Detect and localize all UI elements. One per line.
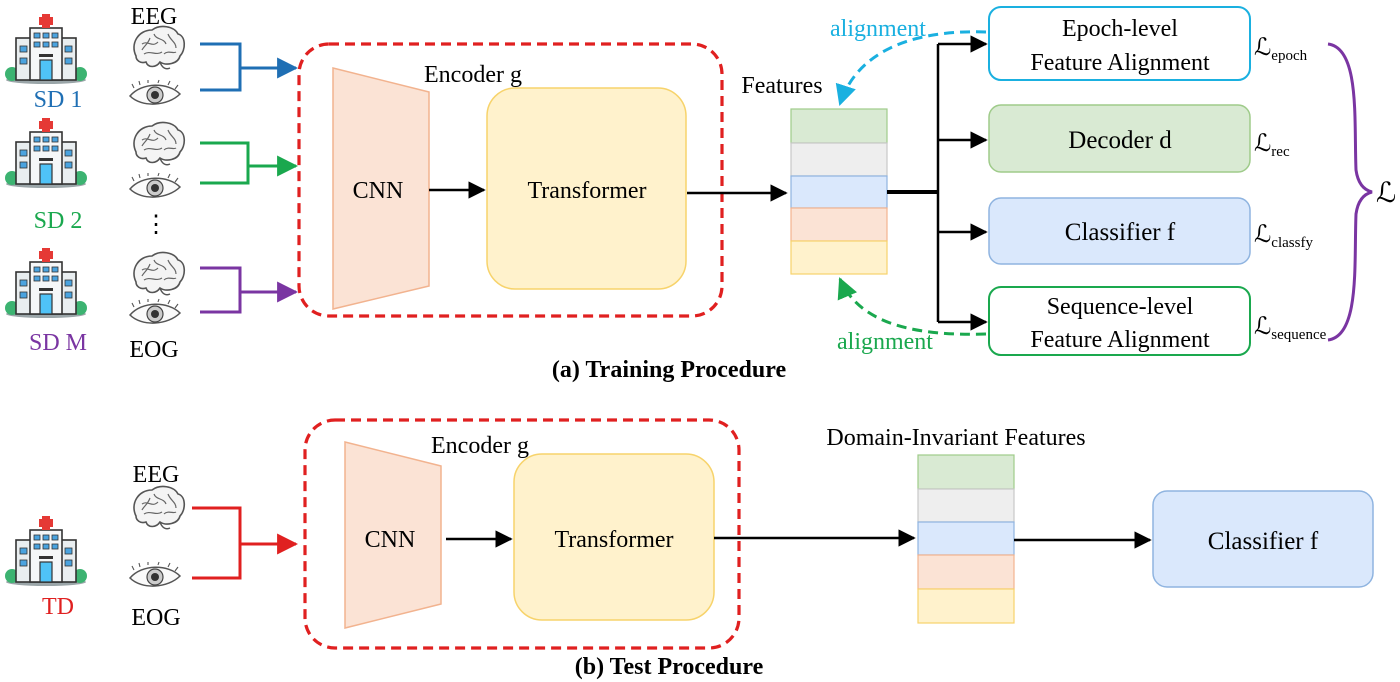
feature-segment [790,240,888,275]
transformer-label: Transformer [554,527,673,553]
classifier-block [988,197,1251,265]
total-loss-brace [1327,42,1373,342]
feature-segment [790,207,888,242]
eye-icon [129,298,181,324]
sequence-alignment-arrow [837,277,987,336]
loss-sequence: ℒsequence [1254,314,1327,343]
transformer-block [486,87,687,290]
epoch-alignment-arrow [835,30,987,106]
bracket-connector [192,506,242,580]
feature-segment [790,175,888,209]
hospital-icon [4,13,88,85]
branch-connectors [887,35,988,331]
source-domain-m: SD M [4,247,299,356]
cnn-block [332,67,430,310]
encoder-box [303,418,741,650]
feature-segment [917,554,1015,590]
sequence-alignment-line1: Sequence-level [1047,294,1194,320]
feature-stack [790,108,888,275]
epoch-alignment-line1: Epoch-level [1062,16,1178,42]
encoder-title: Encoder g [431,433,529,459]
brain-icon [133,485,186,530]
encoder-box [297,42,724,318]
epoch-alignment-line2: Feature Alignment [1030,50,1210,76]
loss-epoch: ℒepoch [1254,35,1308,64]
feature-segment [790,108,888,144]
test-caption: (b) Test Procedure [575,654,764,680]
target-domain-label: TD [42,594,74,620]
modality-eeg: EEG [131,4,178,30]
test-section: TD EEG EOG Encoder g CNN Transformer Dom… [4,418,1374,680]
hospital-icon [4,117,88,189]
hospital-icon [4,247,88,319]
eye-icon [129,79,181,105]
decoder-block [988,104,1251,173]
modality-eog: EOG [129,337,178,363]
classifier-label: Classifier f [1065,219,1176,246]
modality-eog: EOG [131,605,180,631]
total-loss: ℒ [1376,178,1396,209]
ellipsis: ⋮ [144,212,168,238]
classifier-label: Classifier f [1208,528,1319,555]
brain-icon [133,121,186,166]
cnn-block [344,441,442,629]
source-domain-2: SD 2 [4,117,299,234]
feature-segment [917,488,1015,523]
bracket-connector [200,141,250,185]
cnn-label: CNN [365,527,416,553]
feature-segment [917,588,1015,624]
source-domain-1: SD 1 [4,13,299,113]
eye-icon [129,561,181,587]
feature-stack [917,454,1015,624]
training-caption: (a) Training Procedure [552,357,787,383]
alignment-label-bottom: alignment [837,329,933,355]
classifier-block [1152,490,1374,588]
loss-classify: ℒclassfy [1254,222,1313,251]
bracket-connector [200,42,242,92]
feature-segment [790,142,888,177]
sequence-alignment-block [988,286,1251,356]
domain-label: SD M [29,330,87,356]
decoder-label: Decoder d [1068,127,1172,154]
transformer-label: Transformer [527,178,646,204]
feature-segment [917,521,1015,556]
training-section: SD 1 SD 2 ⋮ SD M EEG EOG Encoder g [4,4,1396,383]
eye-icon [129,172,181,198]
invariant-features-label: Domain-Invariant Features [826,425,1085,451]
feature-segment [917,454,1015,490]
domain-label: SD 1 [34,87,83,113]
sequence-alignment-line2: Feature Alignment [1030,327,1210,353]
modality-eeg: EEG [133,462,180,488]
brain-icon [133,251,186,296]
loss-labels: ℒepoch ℒrec ℒclassfy ℒsequence [1254,35,1327,343]
loss-rec: ℒrec [1254,131,1290,160]
domain-label: SD 2 [34,208,83,234]
bracket-connector [200,266,242,314]
brain-icon [133,25,186,70]
encoder-title: Encoder g [424,62,522,88]
epoch-alignment-block [988,6,1251,81]
alignment-label-top: alignment [830,16,926,42]
cnn-label: CNN [353,178,404,204]
features-label: Features [741,73,822,99]
hospital-icon [4,515,88,587]
